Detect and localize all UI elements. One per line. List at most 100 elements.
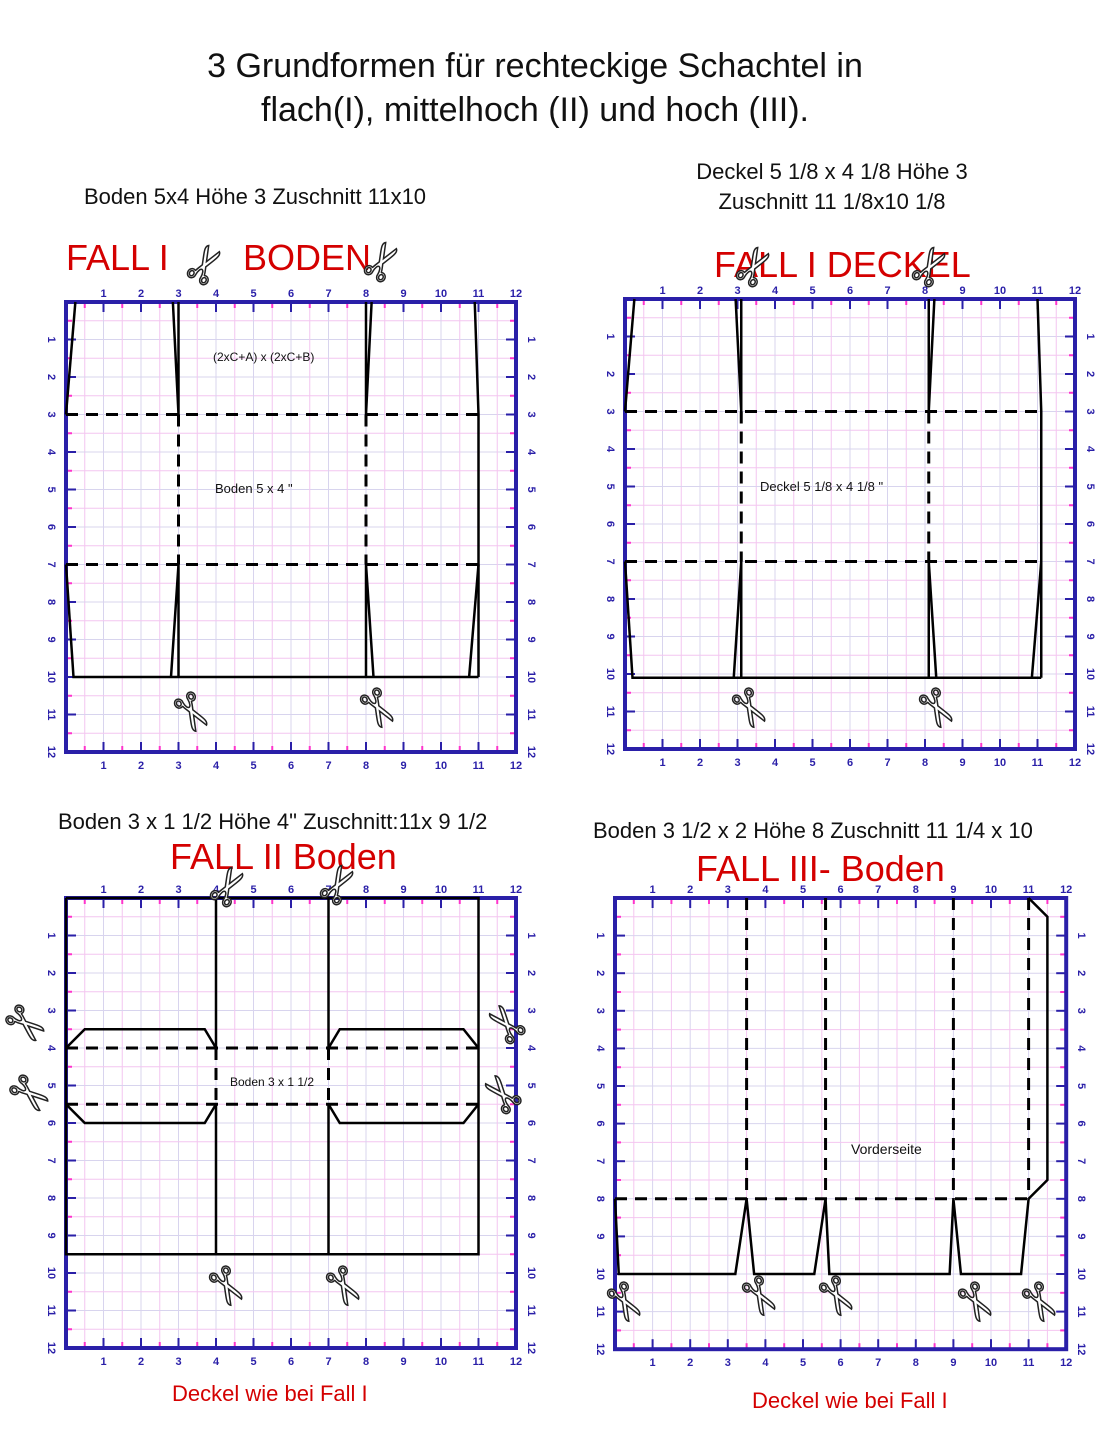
axis-tick-label-bottom: 9 [400,760,406,772]
axis-tick-label-bottom: 10 [435,760,447,772]
cut-line [64,564,479,679]
cut-line [623,561,1042,679]
axis-tick-label-right: 11 [1075,1306,1087,1318]
axis-tick-label-bottom: 5 [800,1357,806,1369]
axis-tick-label-top: 3 [175,288,181,300]
cut-line [613,1198,1030,1276]
axis-tick-label-right: 8 [1075,1196,1087,1202]
axis-tick-label-right: 7 [1084,558,1096,564]
axis-tick-label-bottom: 10 [435,1356,447,1368]
axis-tick-label-top: 12 [1069,285,1081,297]
panel3-center-label: Boden 3 x 1 1/2 [230,1075,315,1089]
panel2-label: FALL I DECKEL [714,244,971,285]
panel4-footer: Deckel wie bei Fall I [752,1388,948,1413]
axis-tick-label-right: 11 [525,1305,537,1317]
axis-tick-label-top: 5 [800,884,806,896]
axis-tick-label-right: 2 [1084,371,1096,377]
panel2-heading-2: Zuschnitt 11 1/8x10 1/8 [718,189,946,214]
cut-line [1036,298,1043,678]
cut-line [473,301,480,677]
axis-tick-label-left: 12 [45,1342,57,1354]
axis-tick-label-bottom: 2 [687,1357,693,1369]
axis-tick-label-left: 7 [594,1158,606,1164]
axis-tick-label-top: 6 [288,884,294,896]
axis-tick-label-bottom: 8 [913,1357,919,1369]
axis-tick-label-left: 1 [604,333,616,339]
axis-tick-label-top: 5 [250,288,256,300]
axis-tick-label-left: 10 [604,668,616,680]
axis-tick-label-right: 5 [1075,1083,1087,1089]
axis-tick-label-top: 6 [847,285,853,297]
axis-tick-label-bottom: 10 [994,757,1006,769]
axis-tick-label-bottom: 6 [288,760,294,772]
axis-tick-label-bottom: 6 [847,757,853,769]
axis-tick-label-left: 11 [45,1305,57,1317]
axis-tick-label-right: 8 [1084,596,1096,602]
panel1-frame [64,300,518,754]
axis-tick-label-left: 12 [604,743,616,755]
axis-tick-label-right: 9 [1075,1233,1087,1239]
axis-tick-label-top: 4 [772,285,779,297]
axis-tick-label-top: 6 [838,884,844,896]
cut-line [467,564,480,678]
axis-tick-label-left: 11 [45,709,57,721]
axis-tick-label-left: 1 [594,933,606,939]
axis-tick-label-left: 8 [45,599,57,605]
axis-tick-label-left: 4 [604,446,616,453]
axis-tick-label-bottom: 8 [363,760,369,772]
axis-tick-label-bottom: 11 [473,1356,485,1368]
axis-tick-label-right: 6 [525,524,537,530]
axis-tick-label-right: 1 [525,336,537,342]
axis-tick-label-bottom: 2 [138,760,144,772]
axis-tick-label-right: 4 [1075,1045,1087,1052]
axis-tick-label-left: 5 [604,483,616,489]
axis-tick-label-right: 2 [525,970,537,976]
axis-tick-label-top: 8 [363,884,369,896]
axis-tick-label-top: 3 [725,884,731,896]
cut-line [623,298,636,412]
axis-tick-label-left: 12 [45,746,57,758]
axis-tick-label-right: 1 [525,932,537,938]
axis-tick-label-right: 6 [1075,1121,1087,1127]
panel4-center-label: Vorderseite [851,1141,922,1157]
axis-tick-label-left: 10 [45,671,57,683]
axis-tick-label-right: 3 [525,411,537,417]
panel2-center-label: Deckel 5 1/8 x 4 1/8 " [760,479,884,494]
axis-tick-label-right: 5 [1084,483,1096,489]
axis-tick-label-bottom: 4 [213,1356,220,1368]
axis-tick-label-left: 8 [594,1196,606,1202]
axis-tick-label-right: 9 [525,636,537,642]
axis-tick-label-top: 6 [288,288,294,300]
axis-tick-label-left: 11 [594,1306,606,1318]
axis-tick-label-right: 11 [525,709,537,721]
axis-tick-label-bottom: 3 [175,1356,181,1368]
axis-tick-label-top: 4 [762,884,769,896]
axis-tick-label-right: 12 [1075,1343,1087,1355]
axis-tick-label-left: 5 [45,1082,57,1088]
axis-tick-label-right: 5 [525,1082,537,1088]
axis-tick-label-left: 9 [45,636,57,642]
title-line-1: 3 Grundformen für rechteckige Schachtel … [207,47,863,85]
panel4-frame [613,896,1069,1352]
axis-tick-label-left: 9 [45,1232,57,1238]
axis-tick-label-top: 3 [734,285,740,297]
axis-tick-label-right: 12 [1084,743,1096,755]
axis-tick-label-top: 5 [809,285,815,297]
axis-tick-label-left: 6 [45,1120,57,1126]
axis-tick-label-top: 2 [138,884,144,896]
axis-tick-label-top: 8 [363,288,369,300]
axis-tick-label-right: 3 [1084,408,1096,414]
flap-cut [327,1028,480,1049]
flap-cut [1027,897,1049,1200]
axis-tick-label-right: 5 [525,486,537,492]
axis-tick-label-top: 1 [100,884,106,896]
axis-tick-label-bottom: 3 [175,760,181,772]
axis-tick-label-right: 2 [525,374,537,380]
axis-tick-label-top: 10 [435,884,447,896]
axis-tick-label-left: 7 [604,558,616,564]
cut-line [1030,561,1043,678]
axis-tick-label-bottom: 2 [138,1356,144,1368]
axis-tick-label-bottom: 5 [250,760,256,772]
axis-tick-label-top: 9 [950,884,956,896]
axis-tick-label-top: 7 [884,285,890,297]
